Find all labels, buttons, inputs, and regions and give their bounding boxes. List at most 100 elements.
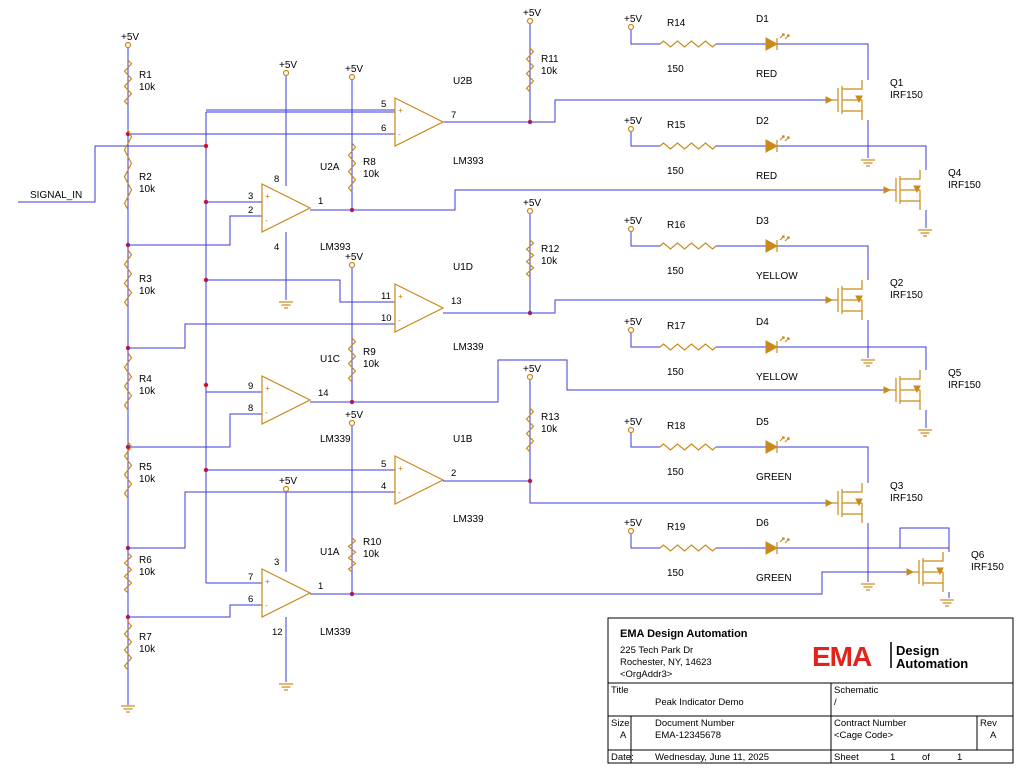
minus-sign: - [265, 407, 268, 417]
comparator-part-U2A: LM393 [320, 242, 351, 253]
ladder-value-3: 10k [139, 286, 156, 297]
u2a-vcc-pin: 8 [274, 174, 279, 185]
minus-sign: - [398, 487, 401, 497]
size-label: Size [611, 718, 629, 729]
comparator-U2A [261, 183, 312, 233]
led-D1 [765, 37, 779, 51]
comparator-U2B [394, 97, 445, 147]
led-resistor-ref-R19: R19 [667, 522, 686, 533]
led-feed [630, 232, 660, 247]
logo-text-design: Design [896, 643, 939, 658]
power-label: +5V [345, 252, 363, 263]
pin-plus-U2B: 5 [381, 99, 386, 110]
gate-wire-Q2 [530, 299, 826, 314]
mosfet-ref-Q2: Q2 [890, 278, 904, 289]
document-number-value: EMA-12345678 [655, 730, 721, 741]
led-rays [779, 537, 790, 544]
comparator-ref-U1A: U1A [320, 547, 340, 558]
pin-plus-U1D: 11 [381, 291, 391, 302]
mosfet-ref-Q5: Q5 [948, 368, 962, 379]
mosfet-ref-Q3: Q3 [890, 481, 904, 492]
sheet-of-label: of [922, 752, 930, 763]
logo-text-automation: Automation [896, 656, 968, 671]
mosfet-ref-Q4: Q4 [948, 168, 962, 179]
ladder-value-5: 10k [139, 474, 156, 485]
led-power-R19 [627, 527, 635, 535]
mosfet-Q4-gate-arrow [883, 186, 892, 194]
mosfet-ref-Q1: Q1 [890, 78, 904, 89]
mosfet-Q3-gate-arrow [825, 499, 834, 507]
comparator-part-U2B: LM393 [453, 156, 484, 167]
schematic-value: / [834, 697, 837, 708]
led-resistor-R17 [659, 343, 717, 351]
plus-sign: + [398, 463, 403, 473]
pullup-value-R10: 10k [363, 549, 380, 560]
led-resistor-value-R17: 150 [667, 367, 684, 378]
rev-value: A [990, 730, 997, 741]
mosfet-part-Q4: IRF150 [948, 180, 981, 191]
ladder-value-4: 10k [139, 386, 156, 397]
rev-label: Rev [980, 718, 997, 729]
pullup-resistor-R12 [525, 239, 535, 278]
led-feed [630, 534, 660, 549]
led-feed [630, 30, 660, 45]
ladder-resistor-7 [123, 621, 133, 671]
led-resistor-value-R15: 150 [667, 166, 684, 177]
mosfet-Q1-diode [855, 95, 863, 104]
title-label: Title [611, 685, 629, 696]
pin-out-U1C: 14 [318, 388, 329, 399]
pin-out-U1D: 13 [451, 296, 462, 307]
led-power-R14 [627, 23, 635, 31]
led-color-D5: GREEN [756, 472, 792, 483]
pullup-ref-R8: R8 [363, 157, 376, 168]
comparator-part-U1A: LM339 [320, 627, 351, 638]
pin-minus-U1D: 10 [381, 313, 392, 324]
pin-minus-U1A: 6 [248, 594, 253, 605]
led-resistor-R19 [659, 544, 717, 552]
pullup-power-R13 [526, 373, 534, 381]
led-resistor-value-R14: 150 [667, 64, 684, 75]
schematic-label: Schematic [834, 685, 879, 696]
signal-in-wire [18, 145, 206, 203]
minus-input-wire [128, 604, 262, 618]
plus-sign: + [398, 105, 403, 115]
company-address-3: <OrgAddr3> [620, 669, 673, 680]
ladder-ref-5: R5 [139, 462, 152, 473]
plus-input-wire [206, 279, 395, 303]
led-resistor-R18 [659, 443, 717, 451]
comparator-part-U1C: LM339 [320, 434, 351, 445]
gate-wire-Q5 [352, 359, 884, 403]
pullup-power-R9 [348, 261, 356, 269]
mosfet-part-Q1: IRF150 [890, 90, 923, 101]
pullup-ref-R12: R12 [541, 244, 560, 255]
ladder-resistor-3 [123, 249, 133, 308]
pullup-power-R8 [348, 73, 356, 81]
minus-sign: - [265, 215, 268, 225]
ladder-resistor-5 [123, 441, 133, 499]
led-rays [779, 33, 790, 40]
plus-sign: + [265, 191, 270, 201]
title-block: EMA Design Automation 225 Tech Park Dr R… [607, 617, 1014, 764]
minus-input-wire [128, 491, 395, 549]
led-rays [779, 336, 790, 343]
signal-in-label: SIGNAL_IN [30, 190, 82, 201]
mosfet-Q6-drain [923, 552, 944, 562]
junction-dot [203, 143, 209, 149]
comparator-U1A [261, 568, 312, 618]
mosfet-Q2-gate-arrow [825, 296, 834, 304]
mosfet-Q3-drain [842, 483, 863, 493]
mosfet-Q6-source [923, 582, 944, 592]
mosfet-Q4-source [900, 200, 921, 210]
led-feed [630, 333, 660, 348]
minus-sign: - [398, 129, 401, 139]
gate-wire-Q1 [530, 99, 826, 123]
mosfet-Q2-source [842, 310, 863, 320]
led-D6 [765, 541, 779, 555]
led-ref-D4: D4 [756, 317, 769, 328]
power-label: +5V [345, 410, 363, 421]
company-address-2: Rochester, NY, 14623 [620, 657, 712, 668]
ladder-power [124, 41, 132, 49]
led-resistor-R16 [659, 242, 717, 250]
comparator-U1C [261, 375, 312, 425]
ladder-ref-6: R6 [139, 555, 152, 566]
